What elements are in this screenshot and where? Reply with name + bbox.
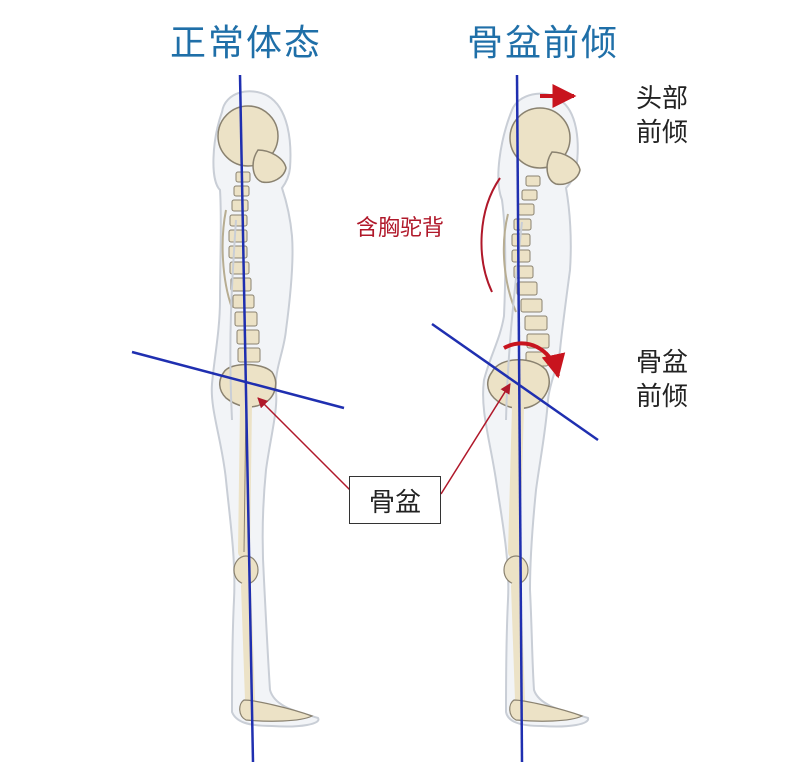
normal-jaw (252, 149, 287, 184)
pointer-line-right (440, 383, 511, 495)
tilt-body-outline (482, 92, 589, 728)
pointer-line-left (257, 397, 351, 491)
normal-figure (131, 74, 345, 763)
normal-tibia (241, 581, 255, 705)
label-pelvis-forward-text: 骨盆前倾 (636, 348, 689, 412)
label-pelvis-forward: 骨盆前倾 (636, 346, 696, 414)
title-normal: 正常体态 (170, 23, 323, 64)
normal-plumb-line (238, 74, 255, 763)
normal-foot (239, 699, 314, 722)
normal-pelvis-line (131, 350, 345, 410)
label-head-forward-text: 头部前倾 (636, 84, 689, 148)
label-kyphosis: 含胸驼背 (356, 216, 445, 241)
normal-body-outline (210, 90, 320, 728)
label-head-forward: 头部前倾 (636, 82, 696, 150)
pelvis-rotation-arrow (503, 341, 566, 379)
normal-ribs (221, 209, 233, 309)
kyphosis-arc (480, 177, 501, 293)
tilt-foot (509, 699, 584, 722)
tilt-jaw (546, 151, 581, 186)
normal-arm (229, 219, 237, 421)
tilt-figure (431, 74, 599, 763)
pelvis-label-box: 骨盆 (349, 476, 441, 524)
title-tilt: 骨盆前倾 (467, 23, 620, 64)
tilt-knee (503, 555, 529, 585)
tilt-pelvis-line (431, 322, 599, 442)
tilt-femur (508, 400, 524, 558)
pelvis-label-text: 骨盆 (368, 487, 421, 518)
tilt-plumb-line (515, 74, 524, 763)
tilt-tibia (511, 581, 525, 705)
normal-knee (233, 555, 259, 585)
